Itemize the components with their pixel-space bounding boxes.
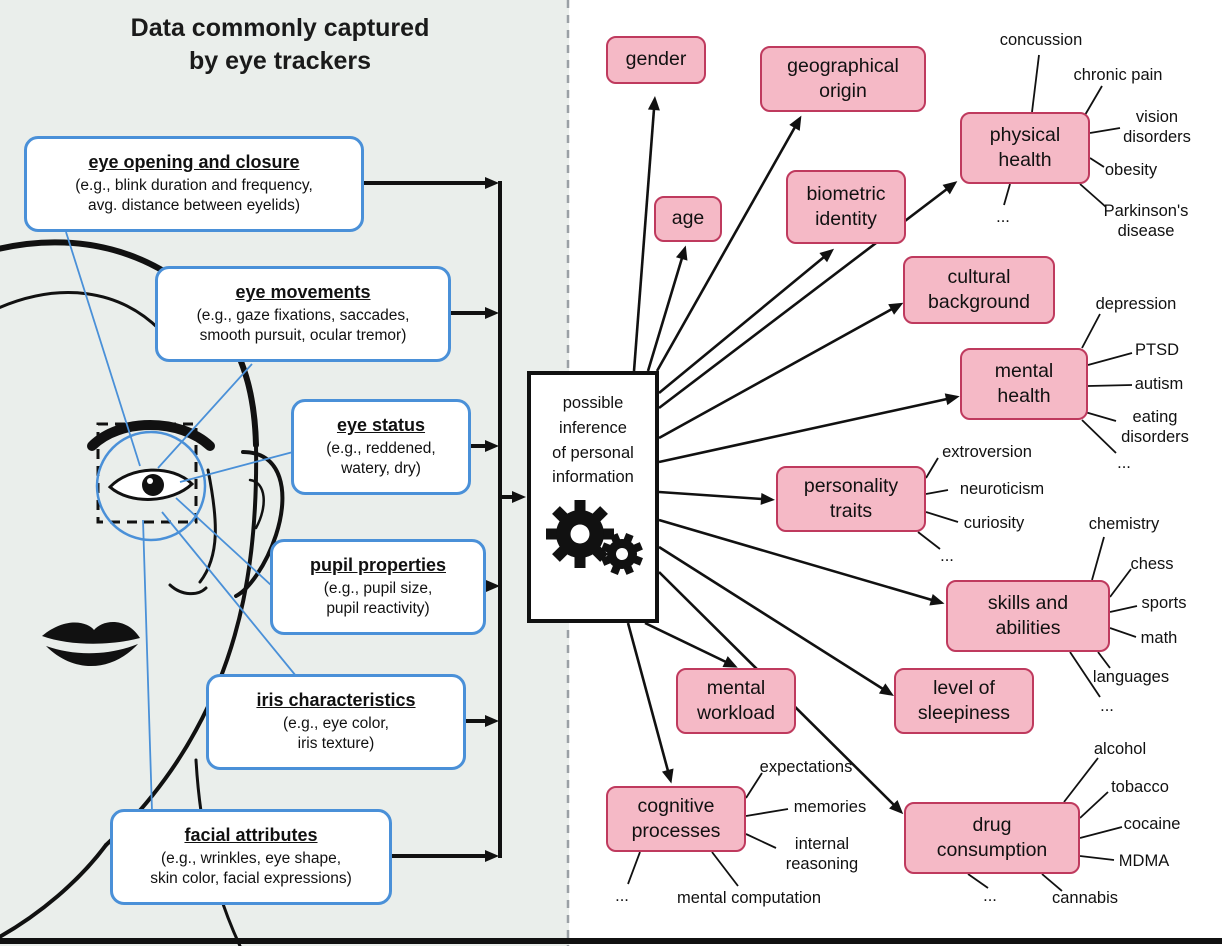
satellite-label: chemistry — [1088, 515, 1160, 534]
satellite-label: concussion — [999, 31, 1083, 50]
satellite-label: autism — [1134, 375, 1184, 394]
capture-box-facial-attributes: facial attributes (e.g., wrinkles, eye s… — [110, 809, 392, 905]
inference-box-personality-traits: personality traits — [776, 466, 926, 532]
satellite-label: depression — [1095, 295, 1177, 314]
eye-leader-lines — [65, 231, 297, 812]
inference-box-label: mental workload — [696, 676, 776, 724]
inference-box-label: gender — [625, 48, 687, 71]
satellite-label: ... — [996, 208, 1010, 227]
capture-box-heading: eye movements — [235, 282, 371, 303]
inference-box-label: personality traits — [803, 474, 899, 522]
capture-box-eye-opening-closure: eye opening and closure (e.g., blink dur… — [24, 136, 364, 232]
satellite-label: math — [1140, 629, 1178, 648]
inference-box-geographical-origin: geographical origin — [760, 46, 926, 112]
satellite-label: languages — [1092, 668, 1170, 687]
capture-box-detail: (e.g., gaze fixations, saccades, smooth … — [196, 307, 410, 344]
inference-box-label: cognitive processes — [631, 794, 721, 842]
inference-box-biometric-identity: biometric identity — [786, 170, 906, 244]
inference-box-label: level of sleepiness — [917, 676, 1011, 724]
inference-box-label: geographical origin — [787, 54, 899, 102]
inference-box-skills-and-abilities: skills and abilities — [946, 580, 1110, 652]
inference-box-label: skills and abilities — [987, 591, 1069, 639]
inference-box-label: cultural background — [928, 265, 1030, 313]
capture-box-heading: iris characteristics — [256, 690, 416, 711]
satellite-label: ... — [983, 887, 997, 906]
eye-artwork — [42, 468, 195, 667]
inference-box-label: mental health — [994, 359, 1054, 407]
gears-icon — [546, 500, 643, 575]
satellite-label: cannabis — [1051, 889, 1119, 908]
satellite-label: memories — [793, 798, 867, 817]
inference-box-age: age — [654, 196, 722, 242]
satellite-label: extroversion — [942, 443, 1032, 462]
capture-box-eye-status: eye status (e.g., reddened, watery, dry) — [291, 399, 471, 495]
satellite-lines — [627, 54, 1138, 892]
inference-box-physical-health: physical health — [960, 112, 1090, 184]
satellite-label: ... — [615, 887, 629, 906]
inference-box-mental-workload: mental workload — [676, 668, 796, 734]
satellite-label: expectations — [759, 758, 853, 777]
satellite-label: ... — [1100, 697, 1114, 716]
inference-box-gender: gender — [606, 36, 706, 84]
satellite-label: alcohol — [1093, 740, 1147, 759]
inference-box-cultural-background: cultural background — [903, 256, 1055, 324]
capture-box-heading: eye opening and closure — [88, 152, 300, 173]
satellite-label: obesity — [1104, 161, 1158, 180]
satellite-label: cocaine — [1123, 815, 1181, 834]
satellite-label: vision disorders — [1123, 108, 1191, 146]
capture-box-detail: (e.g., wrinkles, eye shape, skin color, … — [150, 850, 352, 887]
capture-box-heading: eye status — [336, 415, 426, 436]
satellite-label: eating disorders — [1121, 408, 1189, 446]
satellite-label: curiosity — [963, 514, 1025, 533]
satellite-label: MDMA — [1118, 852, 1170, 871]
satellite-label: ... — [940, 547, 954, 566]
lips-upper — [42, 621, 140, 644]
inference-engine-box: possible inference of personal informati… — [527, 371, 659, 623]
capture-box-detail: (e.g., eye color, iris texture) — [283, 715, 389, 752]
inference-box-label: drug consumption — [936, 813, 1048, 861]
satellite-label: ... — [1117, 454, 1131, 473]
inference-box-level-of-sleepiness: level of sleepiness — [894, 668, 1034, 734]
lips-lower — [46, 644, 138, 667]
satellite-label: PTSD — [1134, 341, 1180, 360]
inference-box-cognitive-processes: cognitive processes — [606, 786, 746, 852]
inference-box-mental-health: mental health — [960, 348, 1088, 420]
inference-box-label: biometric identity — [806, 182, 886, 230]
capture-box-heading: pupil properties — [309, 555, 446, 576]
inference-engine-label: possible inference of personal informati… — [552, 394, 634, 487]
inference-box-label: age — [671, 207, 705, 230]
figure-title: Data commonly captured by eye trackers — [130, 14, 430, 75]
satellite-label: mental computation — [677, 889, 821, 908]
capture-box-detail: (e.g., reddened, watery, dry) — [326, 440, 436, 477]
inference-box-drug-consumption: drug consumption — [904, 802, 1080, 874]
capture-box-detail: (e.g., pupil size, pupil reactivity) — [323, 580, 433, 617]
eye-tracking-circle — [95, 430, 207, 542]
capture-box-eye-movements: eye movements (e.g., gaze fixations, sac… — [155, 266, 451, 362]
capture-box-heading: facial attributes — [184, 825, 318, 846]
capture-box-pupil-properties: pupil properties (e.g., pupil size, pupi… — [270, 539, 486, 635]
capture-box-iris-characteristics: iris characteristics (e.g., eye color, i… — [206, 674, 466, 770]
satellite-label: chess — [1130, 555, 1174, 574]
satellite-label: chronic pain — [1073, 66, 1163, 85]
inference-box-label: physical health — [989, 123, 1061, 171]
satellite-label: Parkinson's disease — [1103, 202, 1189, 240]
inference-arrows — [626, 96, 960, 815]
capture-connector-lines — [364, 177, 526, 862]
satellite-label: sports — [1141, 594, 1187, 613]
satellite-label: neuroticism — [959, 480, 1045, 499]
satellite-label: internal reasoning — [785, 835, 859, 873]
satellite-label: tobacco — [1111, 778, 1169, 797]
capture-box-detail: (e.g., blink duration and frequency, avg… — [75, 177, 313, 214]
